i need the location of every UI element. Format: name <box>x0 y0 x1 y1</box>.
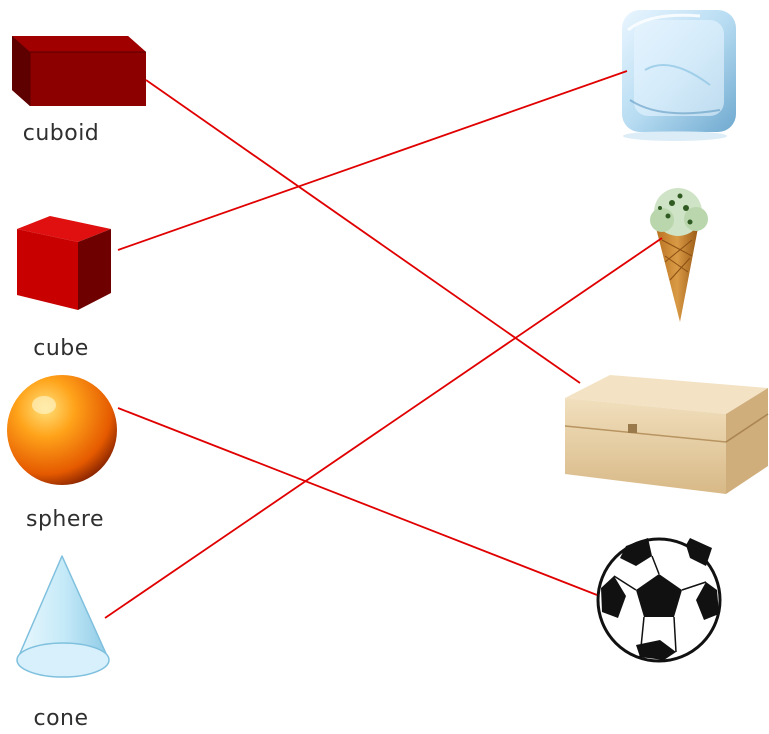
cone-shape <box>16 555 110 678</box>
line-cone-to-ice-cream <box>104 237 663 619</box>
line-sphere-to-football <box>117 407 598 596</box>
ice-cream-cone-image <box>650 188 708 322</box>
cube-shape <box>17 216 111 310</box>
cone-label: cone <box>33 706 89 731</box>
football-image <box>596 537 722 663</box>
line-cuboid-to-box <box>145 79 581 384</box>
connector-lines <box>104 70 663 619</box>
line-cube-to-ice-cube <box>117 70 628 251</box>
wooden-box-image <box>564 375 769 494</box>
cuboid-label: cuboid <box>22 121 100 146</box>
ice-cube-image <box>622 10 736 141</box>
cuboid-shape <box>12 36 146 106</box>
sphere-label: sphere <box>25 507 105 532</box>
sphere-shape <box>7 375 117 485</box>
cube-label: cube <box>33 336 89 361</box>
